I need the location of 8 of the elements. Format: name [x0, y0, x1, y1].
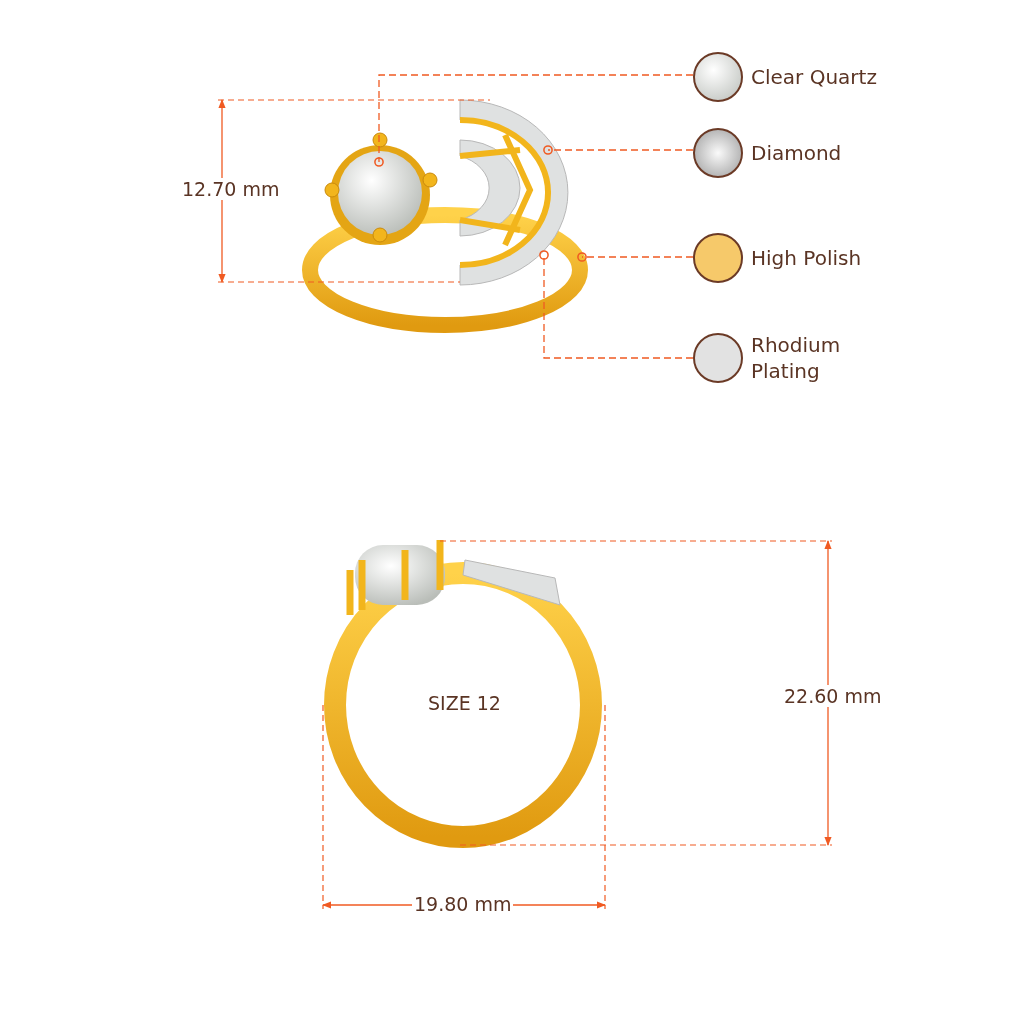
- callout-text: High Polish: [751, 245, 862, 271]
- leader-line: [374, 74, 694, 167]
- callout-text: Diamond: [751, 140, 842, 166]
- leader-line: [543, 145, 694, 155]
- callout-text: Clear Quartz: [751, 64, 877, 90]
- callout-text: Rhodium Plating: [751, 332, 842, 384]
- leader-line: [539, 250, 694, 359]
- leader-line: [577, 252, 694, 262]
